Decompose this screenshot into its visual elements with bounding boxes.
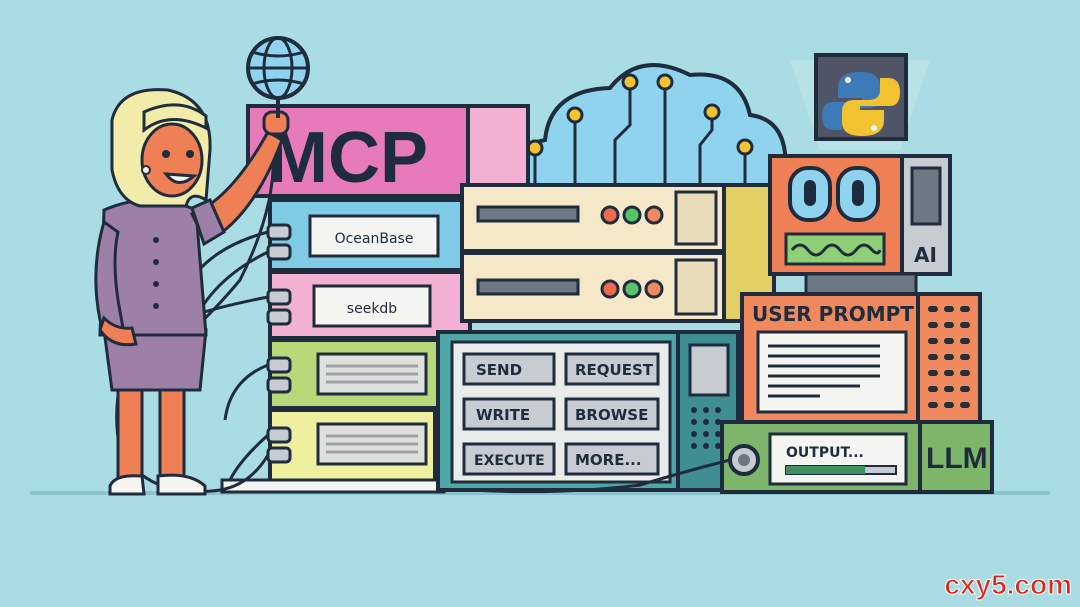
llm-label: LLM — [926, 442, 988, 475]
watermark-text: cxy5.com — [944, 569, 1072, 600]
python-box — [790, 53, 930, 150]
tool-button-execute[interactable]: EXECUTE — [462, 442, 556, 476]
robot-side-label: AI — [914, 243, 937, 267]
person-figure — [94, 88, 290, 496]
rack-module-seekdb: seekdb — [268, 270, 472, 340]
tool-button-browse[interactable]: BROWSE — [564, 397, 660, 431]
server-stack — [460, 183, 776, 323]
rack-module-green — [268, 338, 447, 410]
led-lights-icon — [600, 205, 664, 225]
llm-panel: LLM — [918, 420, 994, 494]
user-prompt-panel: USER PROMPT — [740, 292, 982, 424]
svg-text:SEND: SEND — [476, 361, 522, 379]
tools-panel: SEND REQUEST WRITE BROWSE EXECUTE MORE..… — [436, 330, 740, 492]
prompt-title: USER PROMPT — [752, 302, 914, 326]
module-label-oceanbase: OceanBase — [335, 231, 414, 247]
tool-button-send[interactable]: SEND — [462, 352, 556, 386]
tool-button-request[interactable]: REQUEST — [564, 352, 660, 386]
tool-button-more[interactable]: MORE... — [564, 442, 660, 476]
svg-text:WRITE: WRITE — [476, 406, 530, 424]
mcp-title: MCP — [268, 118, 428, 198]
led-lights-icon — [600, 279, 664, 299]
output-progress-fill — [786, 466, 866, 474]
rack-module-oceanbase: OceanBase — [268, 198, 472, 272]
output-panel: OUTPUT... — [720, 420, 922, 494]
python-logo-icon — [822, 72, 900, 136]
robot-face-icon: AI — [768, 154, 952, 296]
svg-text:MORE...: MORE... — [575, 451, 642, 469]
cable-plug-icon — [266, 223, 292, 464]
cloud-network-icon — [501, 63, 788, 202]
output-label: OUTPUT... — [786, 445, 864, 461]
module-label-seekdb: seekdb — [347, 301, 398, 317]
rack-column: OceanBase seekdb — [220, 198, 472, 494]
tool-button-write[interactable]: WRITE — [462, 397, 556, 431]
svg-text:BROWSE: BROWSE — [575, 406, 648, 424]
rack-module-yellow — [268, 408, 437, 484]
globe-icon — [246, 36, 310, 118]
svg-text:REQUEST: REQUEST — [575, 361, 654, 379]
svg-text:EXECUTE: EXECUTE — [474, 453, 545, 469]
